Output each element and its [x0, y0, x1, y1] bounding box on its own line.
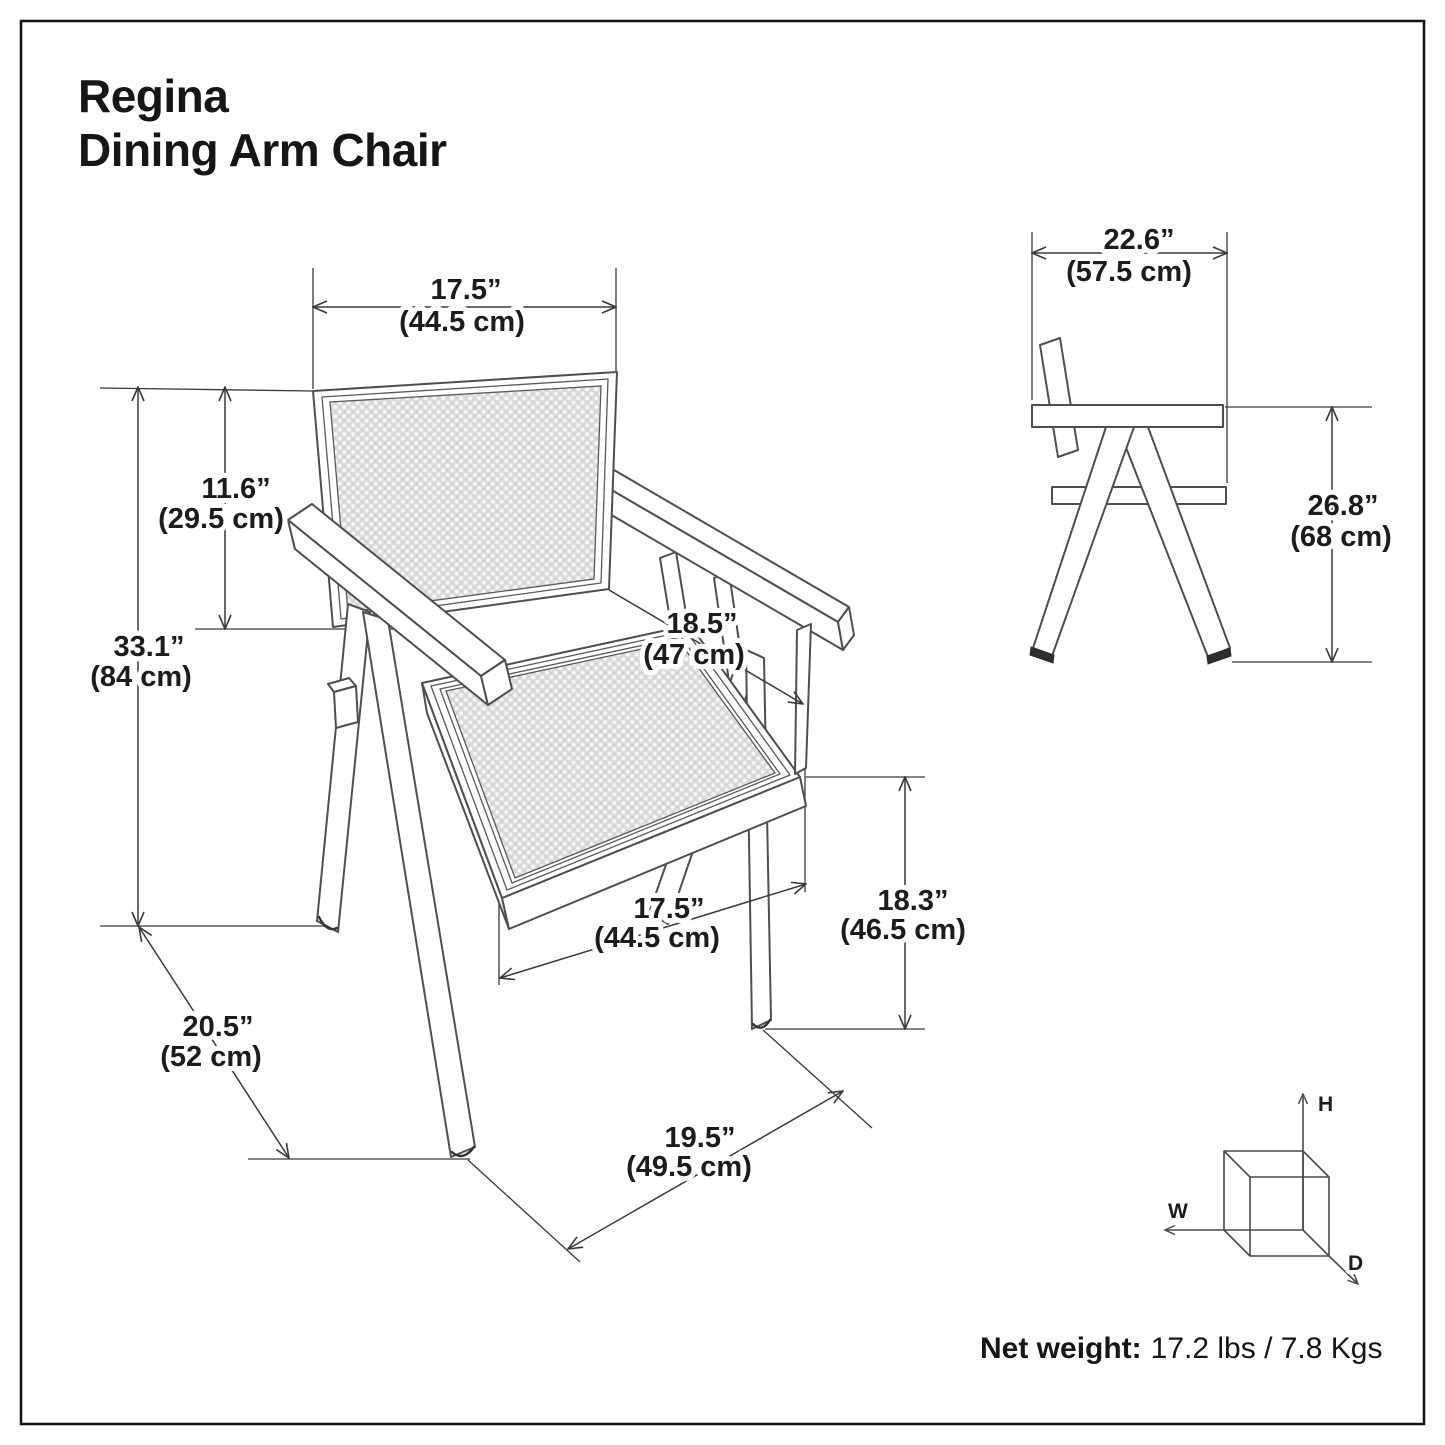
backrest	[312, 371, 618, 628]
side-front-leg	[1032, 426, 1135, 657]
front-left-foot	[450, 1145, 476, 1158]
dim-back-height-inches: 11.6”	[201, 473, 270, 505]
dim-seat-depth-cm: (47 cm)	[643, 639, 745, 671]
dim-arm-height-cm: (68 cm)	[1290, 521, 1392, 553]
page-border	[19, 19, 1426, 1426]
dim-side-depth-inches: 22.6”	[1104, 224, 1175, 256]
orientation-cube: H W D	[1164, 1089, 1367, 1284]
depth-axis	[1328, 1255, 1358, 1284]
side-seat-slab	[1051, 486, 1227, 505]
rear-left-leg	[316, 603, 371, 933]
dimension-labels: 17.5” (44.5 cm) 11.6” (29.5 cm) 33.1” (8…	[85, 219, 1397, 1188]
left-armrest	[287, 503, 513, 706]
product-title-line1: Regina	[78, 70, 229, 122]
dim-seat-width-inches: 17.5”	[634, 893, 705, 925]
dimension-lines	[138, 253, 1332, 1249]
dim-back-height-cm: (29.5 cm)	[158, 503, 284, 535]
dim-total-depth-inches: 20.5”	[183, 1011, 254, 1043]
width-axis-label: W	[1168, 1200, 1188, 1223]
dim-total-height-inches: 33.1”	[114, 631, 185, 663]
dim-back-width-inches: 17.5”	[431, 274, 502, 306]
right-arm-support	[794, 623, 812, 775]
side-stretcher-block	[327, 677, 359, 729]
product-title-line2: Dining Arm Chair	[78, 124, 447, 176]
front-view-drawing	[287, 371, 855, 1158]
side-back-foot	[1206, 647, 1232, 665]
dim-back-width-cm: (44.5 cm)	[399, 306, 525, 338]
side-armrest-bar	[1031, 404, 1224, 428]
dim-front-width-inches: 19.5”	[665, 1122, 736, 1154]
height-axis-label: H	[1318, 1093, 1333, 1116]
net-weight-label: Net weight:	[980, 1332, 1142, 1365]
dim-total-depth-cm: (52 cm)	[160, 1041, 262, 1073]
net-weight-value: 17.2 lbs / 7.8 Kgs	[1151, 1332, 1383, 1365]
rear-left-foot	[317, 915, 339, 931]
dim-side-depth-cm: (57.5 cm)	[1066, 256, 1192, 288]
front-right-foot	[751, 1018, 772, 1029]
side-back-leg	[1117, 426, 1231, 658]
side-backrest-bar	[1039, 337, 1079, 458]
right-armrest	[602, 469, 855, 651]
side-view-drawing	[1029, 337, 1232, 665]
dim-front-width-cm: (49.5 cm)	[626, 1151, 752, 1183]
seat	[421, 624, 807, 930]
depth-axis-label: D	[1348, 1252, 1363, 1275]
dim-seat-depth-inches: 18.5”	[667, 608, 738, 640]
dim-total-height-cm: (84 cm)	[90, 661, 192, 693]
dim-arm-height-inches: 26.8”	[1308, 490, 1379, 522]
dim-seat-width-cm: (44.5 cm)	[594, 922, 720, 954]
dim-seat-height-cm: (46.5 cm)	[840, 914, 966, 946]
dim-seat-height-inches: 18.3”	[878, 885, 949, 917]
seat-cane-panel	[445, 640, 777, 879]
net-weight: Net weight: 17.2 lbs / 7.8 Kgs	[980, 1332, 1382, 1365]
side-front-foot	[1029, 646, 1055, 664]
